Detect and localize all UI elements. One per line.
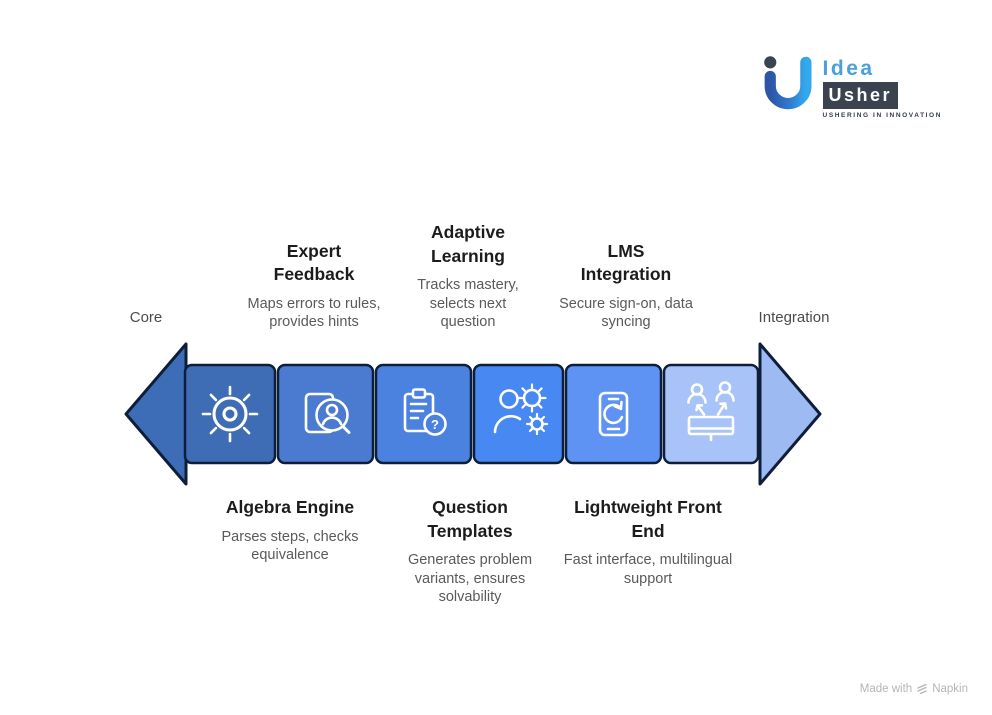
feature-title: Lightweight Front End bbox=[574, 497, 722, 541]
feature-title: Expert Feedback bbox=[273, 240, 355, 285]
feature-desc: Generates problem variants, ensures solv… bbox=[407, 552, 533, 606]
feature-lms-integration: LMS Integration Secure sign-on, data syn… bbox=[540, 240, 712, 332]
feature-desc: Parses steps, checks equivalence bbox=[221, 528, 359, 564]
logo-brand-top: Idea bbox=[822, 57, 875, 80]
idea-usher-logomark-icon bbox=[763, 56, 812, 110]
user-search-icon bbox=[304, 392, 351, 434]
feature-algebra-engine: Algebra Engine Parses steps, checks equi… bbox=[190, 496, 390, 565]
feature-question-templates: Question Templates Generates problem var… bbox=[394, 496, 546, 607]
arrow-segment-question-templates bbox=[374, 363, 473, 465]
logo-brand-bottom: Usher bbox=[822, 82, 899, 109]
feature-desc: Maps errors to rules, provides hints bbox=[247, 295, 381, 331]
sun-gear-icon bbox=[201, 385, 259, 443]
logo-dot bbox=[763, 56, 776, 69]
feature-title: Question Templates bbox=[427, 497, 513, 541]
clipboard-question-icon: ? bbox=[403, 388, 447, 436]
phone-sync-icon bbox=[598, 391, 629, 437]
arrow-segment-lms-integration bbox=[662, 363, 760, 465]
arrow-segment-lightweight-front-end bbox=[564, 363, 663, 465]
logo-tagline: USHERING IN INNOVATION bbox=[822, 112, 942, 119]
feature-adaptive-learning: Adaptive Learning Tracks mastery, select… bbox=[407, 221, 529, 332]
feature-desc: Secure sign-on, data syncing bbox=[559, 295, 693, 331]
logo-u-shape bbox=[764, 56, 812, 110]
process-arrow: ? bbox=[124, 342, 822, 486]
arrow-segment-algebra-engine bbox=[183, 363, 277, 465]
svg-text:?: ? bbox=[431, 417, 439, 432]
feature-desc: Tracks mastery, selects next question bbox=[417, 277, 519, 331]
feature-lightweight-front-end: Lightweight Front End Fast interface, mu… bbox=[562, 496, 734, 588]
napkin-icon bbox=[917, 683, 927, 695]
person-gear-icon bbox=[493, 383, 549, 436]
napkin-attribution[interactable]: Made with Napkin bbox=[860, 683, 968, 695]
idea-usher-logo: Idea Usher USHERING IN INNOVATION bbox=[759, 52, 942, 119]
feature-title: LMS Integration bbox=[580, 240, 672, 285]
stage-label-integration: Integration bbox=[758, 309, 830, 326]
feature-title: Algebra Engine bbox=[225, 497, 355, 517]
stage-label-core: Core bbox=[129, 309, 163, 326]
left-arrowhead bbox=[124, 342, 188, 486]
feature-desc: Fast interface, multilingual support bbox=[563, 552, 733, 587]
made-with-text: Made with bbox=[859, 683, 913, 695]
right-arrowhead bbox=[758, 342, 822, 486]
napkin-brand-text: Napkin bbox=[932, 683, 968, 695]
feature-title: Adaptive Learning bbox=[431, 222, 505, 266]
arrow-segment-adaptive-learning bbox=[472, 363, 565, 465]
monitor-users-icon bbox=[687, 381, 735, 442]
feature-expert-feedback: Expert Feedback Maps errors to rules, pr… bbox=[228, 240, 400, 332]
